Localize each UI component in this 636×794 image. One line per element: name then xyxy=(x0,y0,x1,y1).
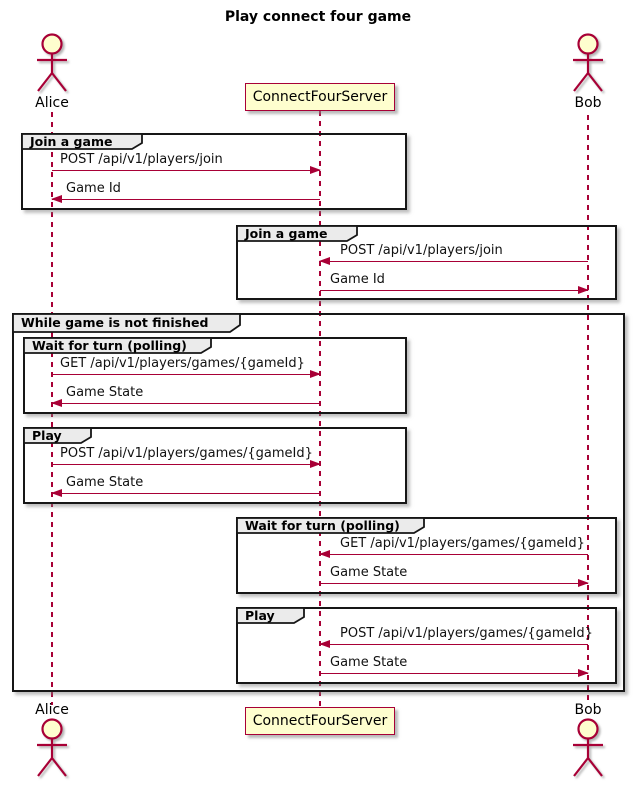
message-label: Game Id xyxy=(66,181,121,196)
message-arrow xyxy=(319,257,588,266)
participant-label: ConnectFourServer xyxy=(252,89,388,105)
arrow-head-icon xyxy=(51,399,62,408)
frame-tab: Play xyxy=(23,427,93,444)
frame-tab: Join a game xyxy=(21,133,144,150)
participant-label: ConnectFourServer xyxy=(252,713,388,729)
actor-alice-top: Alice xyxy=(24,33,80,111)
frame-tab: While game is not finished xyxy=(12,313,242,333)
stick-figure-icon xyxy=(573,718,603,777)
participant-connectfourserver-bottom: ConnectFourServer xyxy=(245,707,395,735)
frame-tab-shape xyxy=(236,517,425,534)
arrow-head-icon xyxy=(319,257,330,266)
frame-label: Wait for turn (polling) xyxy=(245,518,400,533)
arrow-head-icon xyxy=(310,166,321,175)
stick-figure-icon xyxy=(573,33,603,92)
message-arrow xyxy=(52,370,321,379)
message-label: Game State xyxy=(330,565,408,580)
message-label: POST /api/v1/players/games/{gameId} xyxy=(340,626,593,641)
stick-figure-icon xyxy=(37,718,67,777)
lifeline-bob xyxy=(587,115,589,704)
frame-tab: Wait for turn (polling) xyxy=(23,337,213,354)
frame-label: Play xyxy=(245,608,275,623)
message-arrow xyxy=(320,579,589,588)
message-label: GET /api/v1/players/games/{gameId} xyxy=(60,356,305,371)
actor-label: Bob xyxy=(574,702,602,718)
lifeline-alice xyxy=(51,112,53,705)
arrow-head-icon xyxy=(310,460,321,469)
message-label: GET /api/v1/players/games/{gameId} xyxy=(340,536,585,551)
message-arrow xyxy=(319,640,588,649)
arrow-head-icon xyxy=(319,640,330,649)
message-arrow xyxy=(51,489,320,498)
message-label: Game State xyxy=(330,655,408,670)
frame-tab-shape xyxy=(236,225,358,242)
participant-connectfourserver-top: ConnectFourServer xyxy=(245,83,395,111)
arrow-head-icon xyxy=(51,489,62,498)
frame-label: Join a game xyxy=(245,226,328,241)
frame-tab: Join a game xyxy=(236,225,359,242)
frame-wait-bob: Wait for turn (polling) xyxy=(236,517,617,594)
frame-label: Play xyxy=(32,428,62,443)
arrow-head-icon xyxy=(319,550,330,559)
arrow-head-icon xyxy=(578,286,589,295)
frame-join-alice: Join a game xyxy=(21,133,407,210)
actor-label: Alice xyxy=(35,702,69,718)
frame-tab-shape xyxy=(21,133,143,150)
arrow-head-icon xyxy=(51,195,62,204)
frame-tab: Wait for turn (polling) xyxy=(236,517,426,534)
actor-bob-top: Bob xyxy=(560,33,616,111)
frame-label: Wait for turn (polling) xyxy=(32,338,187,353)
message-label: Game Id xyxy=(330,272,385,287)
frame-tab-shape xyxy=(12,313,241,333)
message-label: POST /api/v1/players/join xyxy=(60,152,223,167)
message-label: POST /api/v1/players/join xyxy=(340,243,503,258)
message-arrow xyxy=(320,669,589,678)
frame-label: While game is not finished xyxy=(21,315,209,330)
message-arrow xyxy=(51,195,320,204)
stick-figure-icon xyxy=(37,33,67,92)
message-label: POST /api/v1/players/games/{gameId} xyxy=(60,446,313,461)
actor-label: Bob xyxy=(574,95,602,111)
frame-tab-shape xyxy=(236,607,305,624)
frame-tab-shape xyxy=(23,337,212,354)
frame-while-loop: While game is not finished xyxy=(12,313,625,692)
message-arrow xyxy=(320,286,589,295)
lifeline-server xyxy=(319,111,321,707)
message-arrow xyxy=(51,399,320,408)
message-label: Game State xyxy=(66,385,144,400)
frame-tab: Play xyxy=(236,607,306,624)
message-arrow xyxy=(52,166,321,175)
frame-label: Join a game xyxy=(30,134,113,149)
message-arrow xyxy=(52,460,321,469)
actor-label: Alice xyxy=(35,95,69,111)
diagram-title: Play connect four game xyxy=(224,9,412,25)
arrow-head-icon xyxy=(578,669,589,678)
message-arrow xyxy=(319,550,588,559)
frame-play-bob: Play xyxy=(236,607,617,684)
frame-wait-alice: Wait for turn (polling) xyxy=(23,337,407,414)
frame-play-alice: Play xyxy=(23,427,407,504)
frame-tab-shape xyxy=(23,427,92,444)
actor-alice-bottom: Alice xyxy=(24,702,80,780)
frame-join-bob: Join a game xyxy=(236,225,617,300)
message-label: Game State xyxy=(66,475,144,490)
actor-bob-bottom: Bob xyxy=(560,702,616,780)
arrow-head-icon xyxy=(310,370,321,379)
arrow-head-icon xyxy=(578,579,589,588)
